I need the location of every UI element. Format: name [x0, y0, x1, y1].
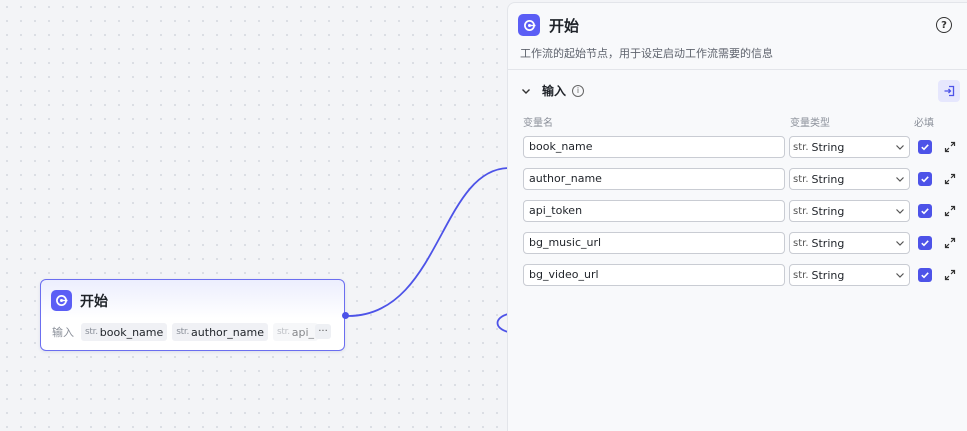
panel-description: 工作流的起始节点，用于设定启动工作流需要的信息 — [520, 47, 773, 60]
variable-row: api_token str. String — [523, 200, 963, 222]
variable-row: bg_music_url str. String — [523, 232, 963, 254]
more-button[interactable]: ··· — [315, 324, 331, 339]
type-value: String — [811, 268, 845, 282]
node-input-label: 输入 — [52, 326, 74, 339]
variable-name-input[interactable]: book_name — [523, 136, 785, 158]
checkmark-icon — [921, 208, 929, 215]
import-button[interactable] — [938, 80, 960, 102]
section-title: 输入 — [542, 84, 567, 98]
column-header-required: 必填 — [914, 118, 934, 129]
variable-name-input[interactable]: author_name — [523, 168, 785, 190]
node-input-chip: str. author_name — [172, 323, 268, 341]
chevron-down-icon — [896, 177, 904, 182]
expand-icon[interactable] — [944, 269, 956, 281]
output-port[interactable] — [342, 312, 349, 319]
chevron-down-icon — [896, 241, 904, 246]
type-value: String — [811, 140, 845, 154]
expand-icon[interactable] — [944, 173, 956, 185]
required-checkbox[interactable] — [918, 172, 932, 186]
info-circle-icon[interactable]: i — [572, 84, 585, 97]
variable-type-select[interactable]: str. String — [789, 200, 910, 222]
variable-type-select[interactable]: str. String — [789, 264, 910, 286]
node-header: 开始 — [51, 290, 108, 311]
type-value: String — [811, 172, 845, 186]
chevron-down-icon — [896, 273, 904, 278]
checkmark-icon — [921, 272, 929, 279]
checkmark-icon — [921, 144, 929, 151]
variable-type-select[interactable]: str. String — [789, 168, 910, 190]
variable-type-select[interactable]: str. String — [789, 232, 910, 254]
variable-name-input[interactable]: bg_video_url — [523, 264, 785, 286]
import-icon — [944, 85, 955, 97]
type-prefix: str. — [793, 237, 809, 249]
chip-type: str. — [85, 327, 98, 337]
node-input-row: 输入 str. book_name str. author_name str. … — [52, 323, 319, 341]
required-checkbox[interactable] — [918, 268, 932, 282]
checkmark-icon — [921, 176, 929, 183]
chevron-down-icon — [896, 209, 904, 214]
start-icon — [51, 290, 72, 311]
chevron-down-icon[interactable] — [520, 85, 532, 97]
question-circle-icon[interactable]: ? — [936, 17, 952, 33]
chip-name: api_ — [291, 325, 315, 339]
type-prefix: str. — [793, 205, 809, 217]
variable-name-input[interactable]: bg_music_url — [523, 232, 785, 254]
connection-edge[interactable] — [347, 167, 509, 317]
checkmark-icon — [921, 240, 929, 247]
column-header-name: 变量名 — [523, 118, 553, 129]
type-value: String — [811, 204, 845, 218]
required-checkbox[interactable] — [918, 236, 932, 250]
expand-icon[interactable] — [944, 141, 956, 153]
variable-row: bg_video_url str. String — [523, 264, 963, 286]
start-icon — [518, 14, 540, 36]
required-checkbox[interactable] — [918, 140, 932, 154]
column-header-type: 变量类型 — [790, 118, 830, 129]
chevron-down-icon — [896, 145, 904, 150]
panel-header: 开始 — [518, 14, 579, 36]
variable-type-select[interactable]: str. String — [789, 136, 910, 158]
required-checkbox[interactable] — [918, 204, 932, 218]
chip-name: author_name — [191, 325, 264, 339]
panel-title: 开始 — [549, 16, 580, 35]
variable-row: book_name str. String — [523, 136, 963, 158]
type-value: String — [811, 236, 845, 250]
type-prefix: str. — [793, 269, 809, 281]
chip-name: book_name — [99, 325, 164, 339]
start-node[interactable]: 开始 输入 str. book_name str. author_name st… — [40, 279, 349, 351]
node-input-chip: str. book_name — [81, 323, 168, 341]
node-title: 开始 — [80, 293, 108, 310]
expand-icon[interactable] — [944, 205, 956, 217]
node-settings-panel: 开始 ? 工作流的起始节点，用于设定启动工作流需要的信息 输入 i 变量名 变量… — [507, 2, 967, 431]
variable-row: author_name str. String — [523, 168, 963, 190]
type-prefix: str. — [793, 173, 809, 185]
input-section-header[interactable]: 输入 i — [520, 82, 585, 99]
chip-type: str. — [277, 327, 290, 337]
variable-name-input[interactable]: api_token — [523, 200, 785, 222]
divider — [508, 69, 967, 70]
type-prefix: str. — [793, 141, 809, 153]
chip-type: str. — [176, 327, 190, 337]
node-input-chip: str. api_ — [273, 323, 319, 341]
expand-icon[interactable] — [944, 237, 956, 249]
